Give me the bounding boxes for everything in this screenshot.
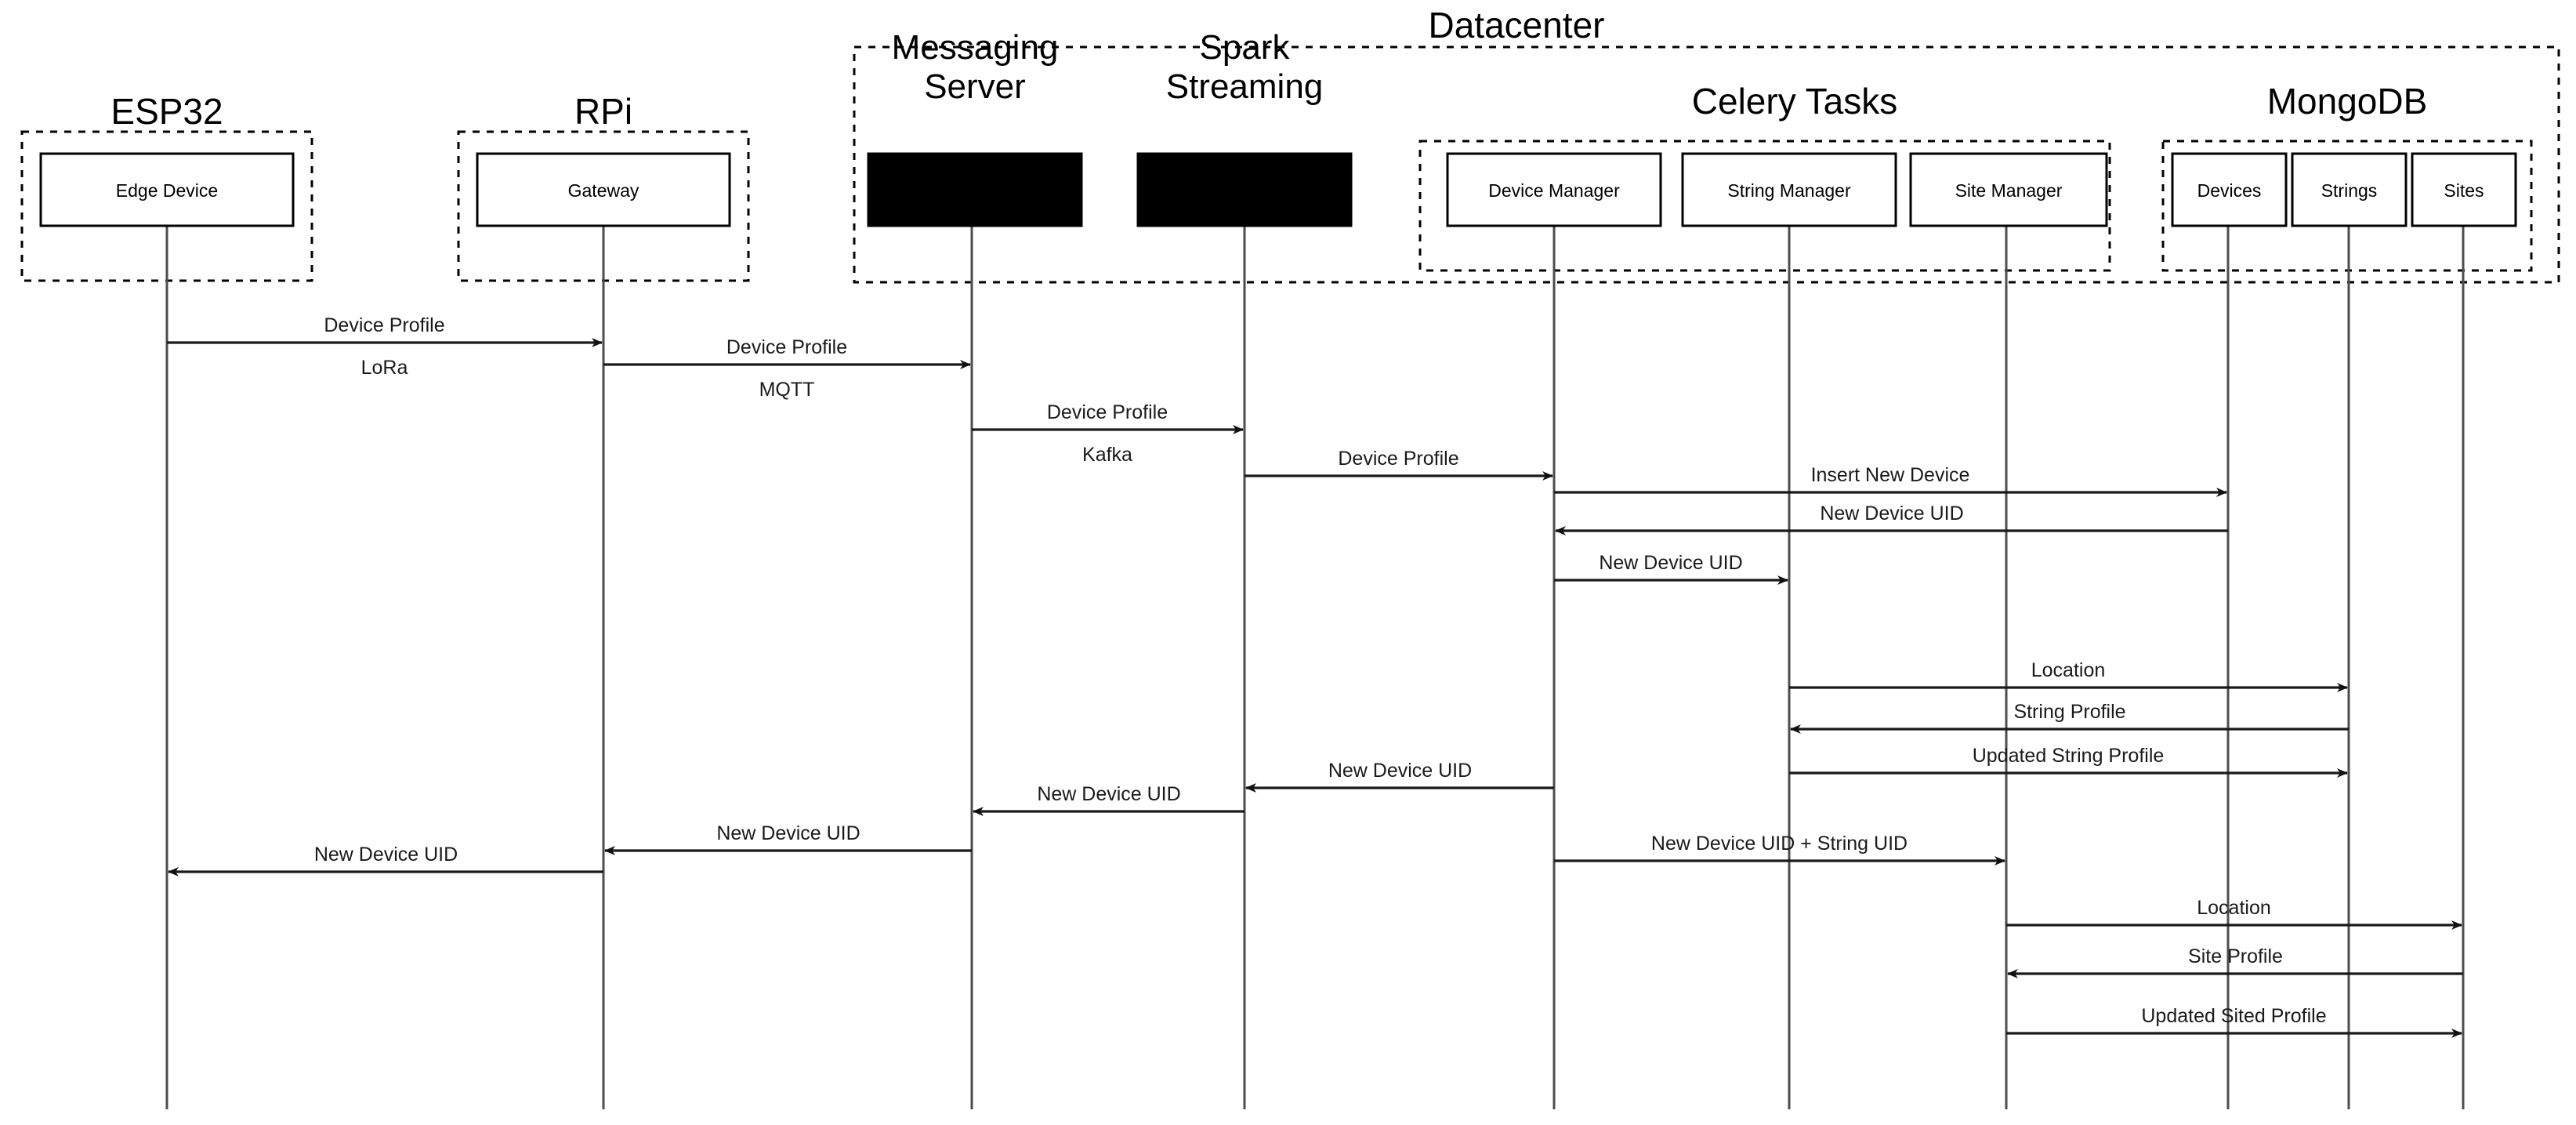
group-title-esp32: ESP32	[111, 91, 223, 132]
actor-label-site-manager: Site Manager	[1955, 180, 2063, 201]
actor-label-sites-collection: Sites	[2444, 180, 2484, 201]
message-sublabel-m2: MQTT	[759, 379, 815, 401]
actor-header-messaging-server-line2: Server	[924, 67, 1026, 106]
message-label-m8: Location	[2031, 659, 2106, 681]
message-m8[interactable]: Location	[1789, 659, 2348, 692]
message-label-m3: Device Profile	[1047, 401, 1168, 423]
message-m5[interactable]: Insert New Device	[1554, 464, 2227, 497]
message-label-m13: New Device UID	[716, 822, 860, 844]
actor-header-messaging-server-line1: Messaging	[892, 28, 1059, 67]
message-m10[interactable]: Updated String Profile	[1789, 745, 2348, 778]
message-label-m1: Device Profile	[324, 314, 444, 336]
actor-box-edge-device[interactable]	[39, 152, 295, 227]
actor-header-spark-streaming-line2: Streaming	[1166, 67, 1324, 106]
group-frame-mongodb	[2161, 140, 2533, 272]
group-frame-datacenter	[853, 45, 2560, 284]
actor-label-devices-collection: Devices	[2197, 180, 2262, 201]
message-m14[interactable]: New Device UID	[168, 844, 603, 876]
message-m9[interactable]: String Profile	[1790, 701, 2349, 734]
actor-box-devices-collection[interactable]	[2171, 152, 2288, 227]
message-label-m4: Device Profile	[1338, 448, 1458, 470]
actor-box-device-manager[interactable]	[1446, 152, 1662, 227]
group-title-rpi: RPi	[574, 91, 632, 132]
message-label-m10: Updated String Profile	[1973, 745, 2165, 767]
message-sublabel-m1: LoRa	[361, 357, 408, 379]
message-label-m12: New Device UID	[1037, 783, 1180, 805]
actor-label-string-manager: String Manager	[1727, 180, 1851, 201]
actor-box-site-manager[interactable]	[1909, 152, 2108, 227]
actor-label-strings-collection: Strings	[2321, 180, 2378, 201]
actor-label-device-manager: Device Manager	[1488, 180, 1620, 201]
message-m12[interactable]: New Device UID	[973, 783, 1245, 816]
message-label-m5: Insert New Device	[1811, 464, 1970, 486]
message-sublabel-m3: Kafka	[1082, 444, 1132, 466]
message-label-m18: Updated Sited Profile	[2141, 1005, 2326, 1027]
actor-label-gateway: Gateway	[568, 180, 639, 201]
group-title-datacenter: Datacenter	[1428, 5, 1604, 45]
message-m6[interactable]: New Device UID	[1555, 503, 2228, 535]
actor-box-sites-collection[interactable]	[2411, 152, 2517, 227]
message-label-m6: New Device UID	[1820, 503, 1963, 524]
actor-box-gateway[interactable]	[476, 152, 731, 227]
group-title-mongodb: MongoDB	[2267, 81, 2428, 122]
message-m4[interactable]: Device Profile	[1245, 448, 1553, 481]
message-label-m14: New Device UID	[314, 844, 458, 866]
actor-header-spark-streaming-line1: Spark	[1200, 28, 1291, 67]
message-label-m11: New Device UID	[1328, 760, 1472, 782]
message-m16[interactable]: Location	[2006, 897, 2462, 930]
message-m15[interactable]: New Device UID + String UID	[1554, 833, 2005, 866]
message-m18[interactable]: Updated Sited Profile	[2006, 1005, 2462, 1038]
actor-label-edge-device: Edge Device	[116, 180, 218, 201]
message-label-m15: New Device UID + String UID	[1651, 833, 1908, 855]
actor-box-messaging-server[interactable]	[867, 152, 1083, 227]
message-label-m7: New Device UID	[1599, 552, 1742, 574]
lifelines	[165, 226, 2465, 1109]
actor-box-strings-collection[interactable]	[2291, 152, 2408, 227]
actor-box-spark-streaming[interactable]	[1136, 152, 1353, 227]
message-m11[interactable]: New Device UID	[1245, 760, 1554, 793]
group-title-celery: Celery Tasks	[1692, 81, 1897, 122]
group-frame-celery	[1418, 140, 2111, 272]
actor-box-string-manager[interactable]	[1681, 152, 1897, 227]
message-label-m9: String Profile	[2013, 701, 2125, 723]
message-m7[interactable]: New Device UID	[1554, 552, 1788, 585]
message-label-m16: Location	[2197, 897, 2271, 919]
message-label-m2: Device Profile	[726, 336, 847, 358]
message-m17[interactable]: Site Profile	[2007, 945, 2463, 978]
message-label-m17: Site Profile	[2188, 945, 2283, 967]
message-m13[interactable]: New Device UID	[604, 822, 972, 855]
